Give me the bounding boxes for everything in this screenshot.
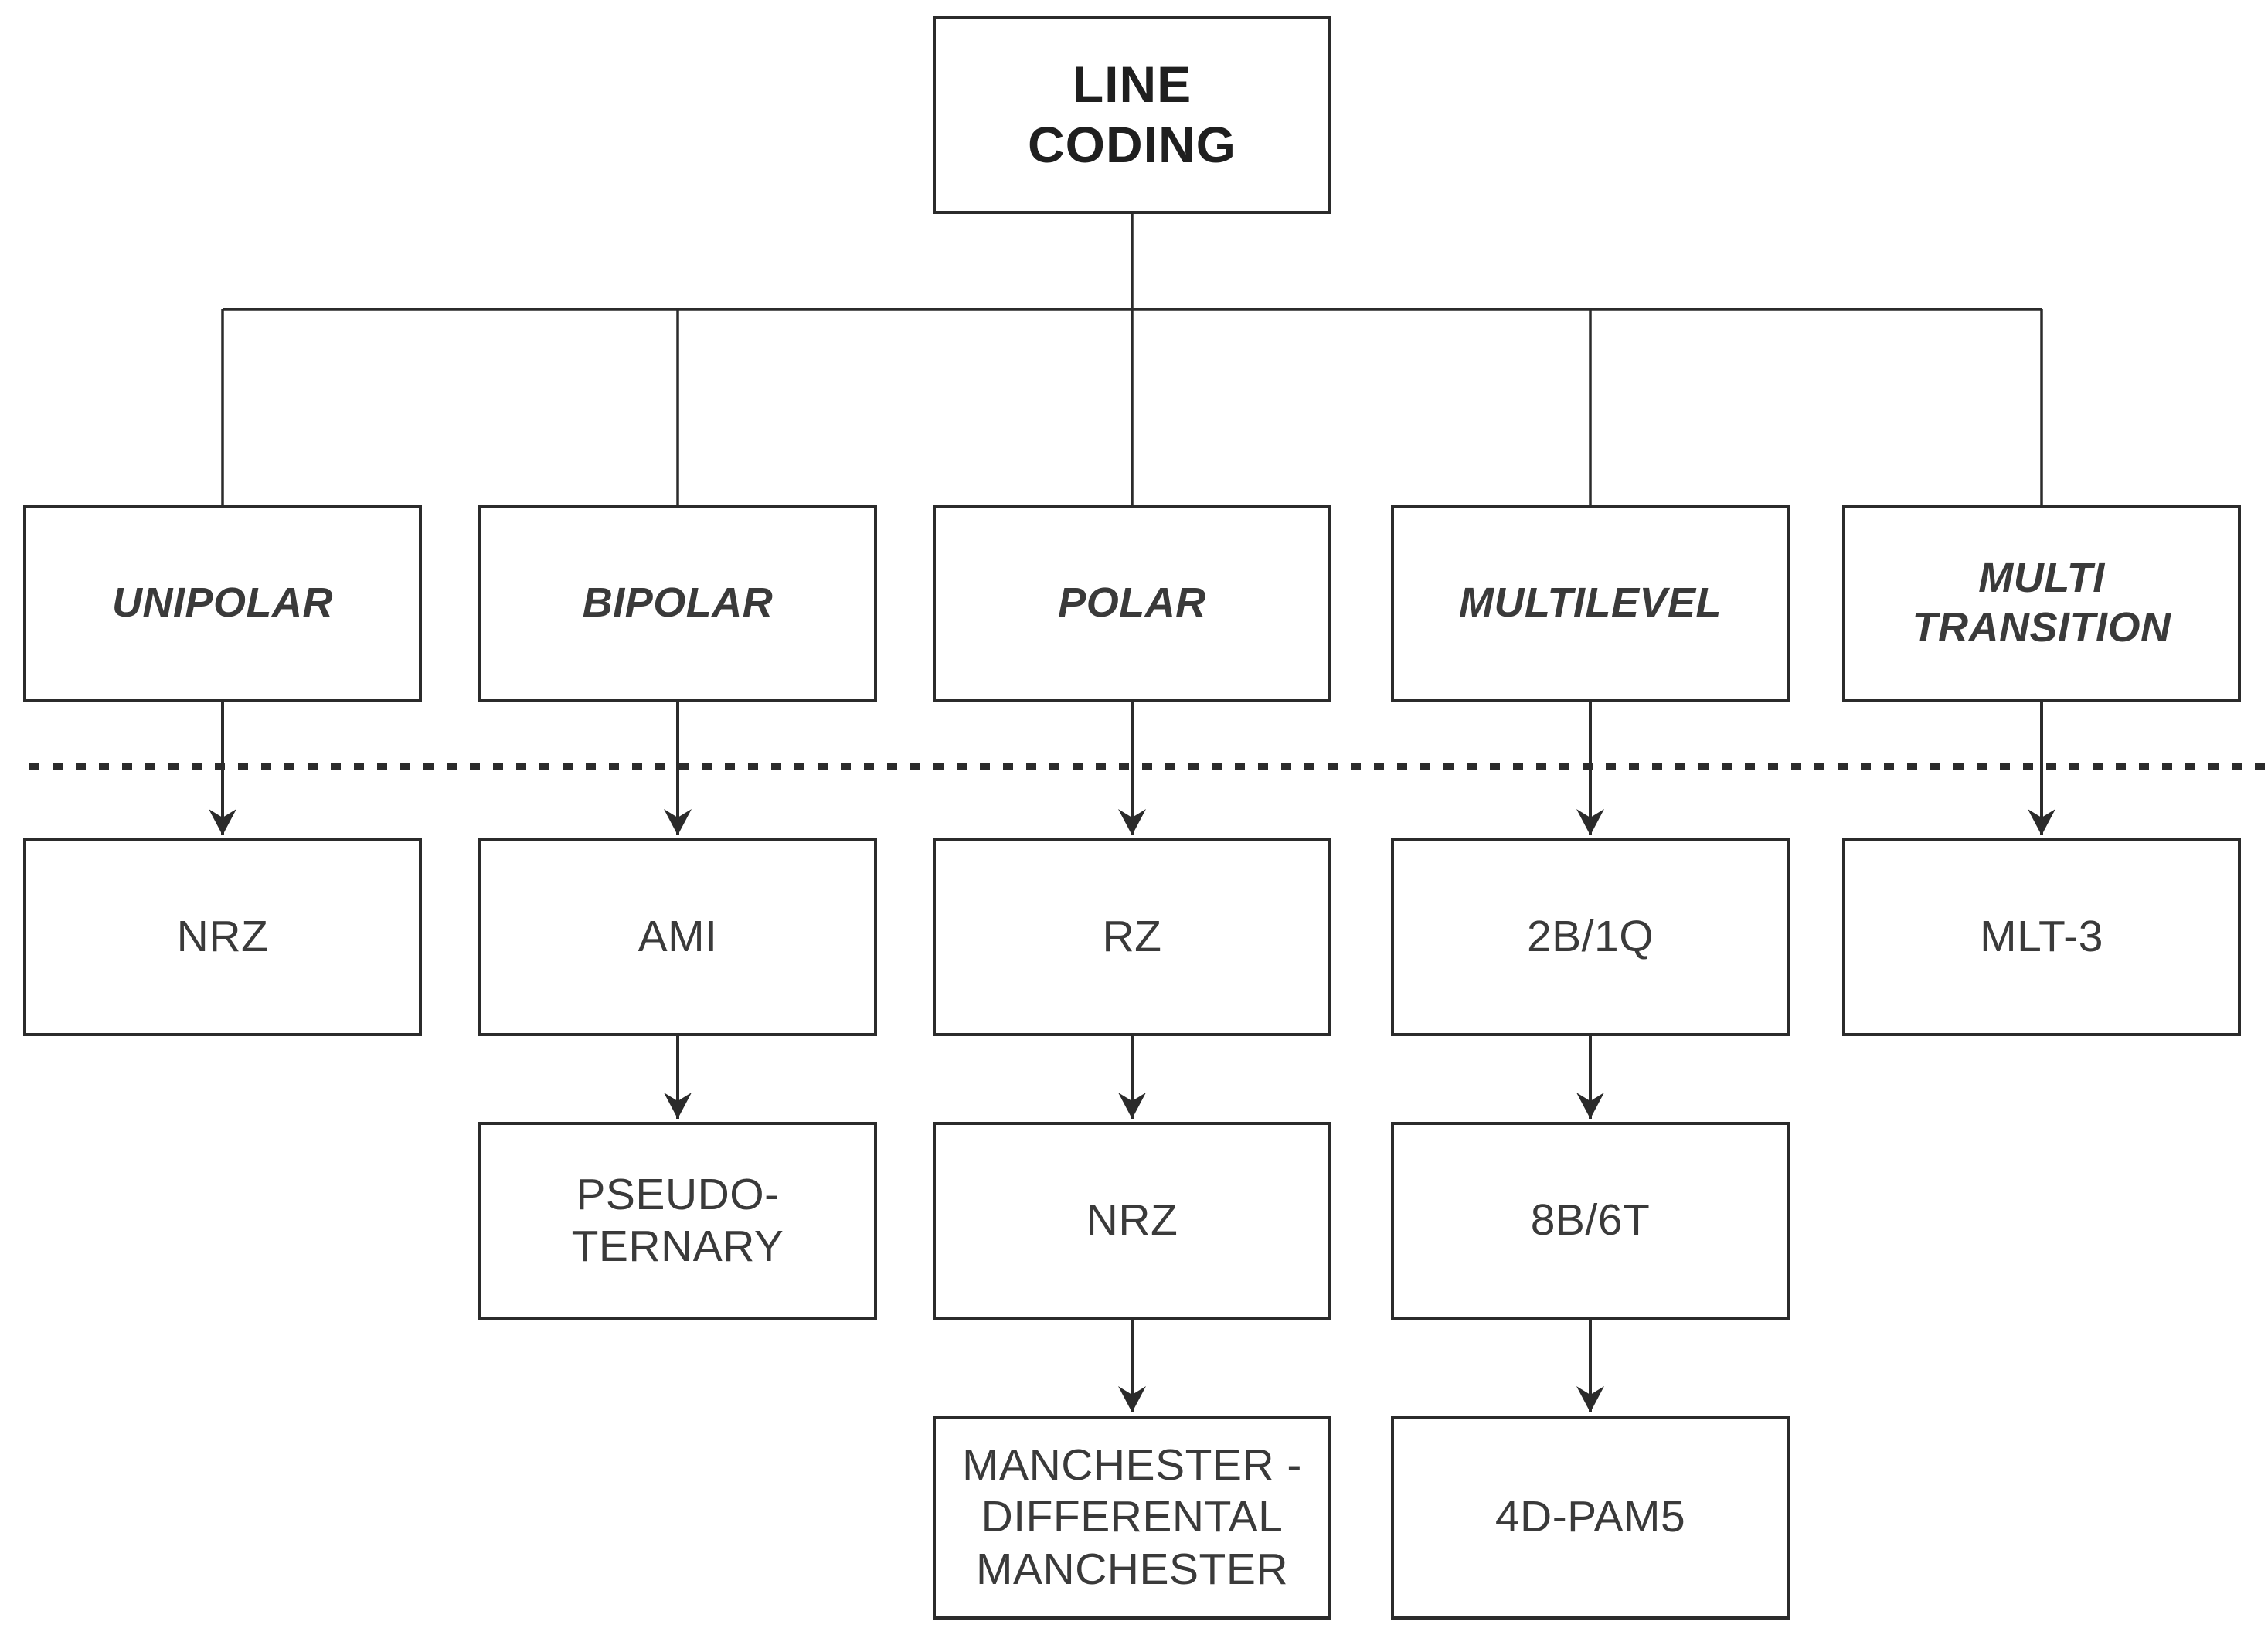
node-rz: RZ	[933, 838, 1331, 1036]
node-2b1q: 2B/1Q	[1391, 838, 1790, 1036]
node-multilevel: MULTILEVEL	[1391, 505, 1790, 702]
node-mlt-3: MLT-3	[1842, 838, 2241, 1036]
node-pseudo-ternary: PSEUDO-TERNARY	[478, 1122, 877, 1320]
node-polar: POLAR	[933, 505, 1331, 702]
node-manchester-differential-manchester: MANCHESTER - DIFFERENTAL MANCHESTER	[933, 1416, 1331, 1620]
node-multi-transition: MULTI TRANSITION	[1842, 505, 2241, 702]
node-8b6t: 8B/6T	[1391, 1122, 1790, 1320]
node-nrz-unipolar: NRZ	[23, 838, 422, 1036]
node-nrz-polar: NRZ	[933, 1122, 1331, 1320]
node-line-coding: LINE CODING	[933, 16, 1331, 214]
node-4d-pam5: 4D-PAM5	[1391, 1416, 1790, 1620]
node-ami: AMI	[478, 838, 877, 1036]
node-unipolar: UNIPOLAR	[23, 505, 422, 702]
node-bipolar: BIPOLAR	[478, 505, 877, 702]
